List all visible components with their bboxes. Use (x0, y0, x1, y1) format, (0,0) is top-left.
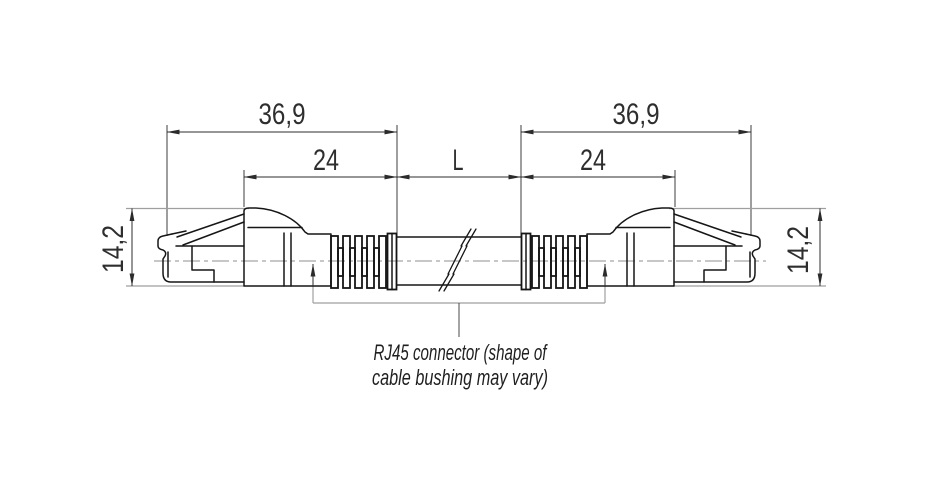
height-extension-lines (126, 207, 826, 287)
cable (396, 228, 522, 292)
dimension-overall-left-value: 36,9 (259, 98, 306, 131)
callout-note-line2: cable bushing may vary) (372, 365, 548, 390)
plug-latch-upper (176, 213, 245, 238)
dimension-height-left-value: 14,2 (97, 225, 130, 273)
boot-seam-lines (283, 232, 292, 287)
dimension-height-right: 14,2 (782, 208, 823, 287)
dimension-height-left: 14,2 (97, 208, 135, 287)
plug-inner-step (191, 245, 215, 283)
plug-latch-lower (182, 221, 245, 246)
dimension-boot-left: 24 (243, 144, 398, 180)
plug-nose-outline (157, 233, 245, 283)
cable-break-marks (438, 228, 477, 292)
dimension-cable-length-value: L (453, 144, 464, 177)
cable-bushing-left (330, 232, 398, 291)
dimension-height-right-value: 14,2 (782, 226, 815, 274)
extension-lines (166, 125, 752, 236)
dimension-overall-right-value: 36,9 (613, 98, 660, 131)
boot-outline (243, 207, 332, 287)
dimension-boot-right-value: 24 (580, 144, 606, 177)
rj45-connector-right (520, 207, 761, 291)
callout-leader (310, 263, 608, 337)
dimension-boot-left-value: 24 (313, 144, 339, 177)
rj45-connector-left (157, 207, 398, 291)
dimension-overall-left: 36,9 (166, 98, 398, 135)
callout-note: RJ45 connector (shape of cable bushing m… (372, 340, 548, 390)
dimension-overall-right: 36,9 (520, 98, 752, 135)
dimension-cable-length: L (396, 144, 522, 180)
callout-note-line1: RJ45 connector (shape of (374, 340, 549, 365)
plug-latch-clip (171, 230, 187, 235)
dimension-boot-right: 24 (520, 144, 676, 180)
